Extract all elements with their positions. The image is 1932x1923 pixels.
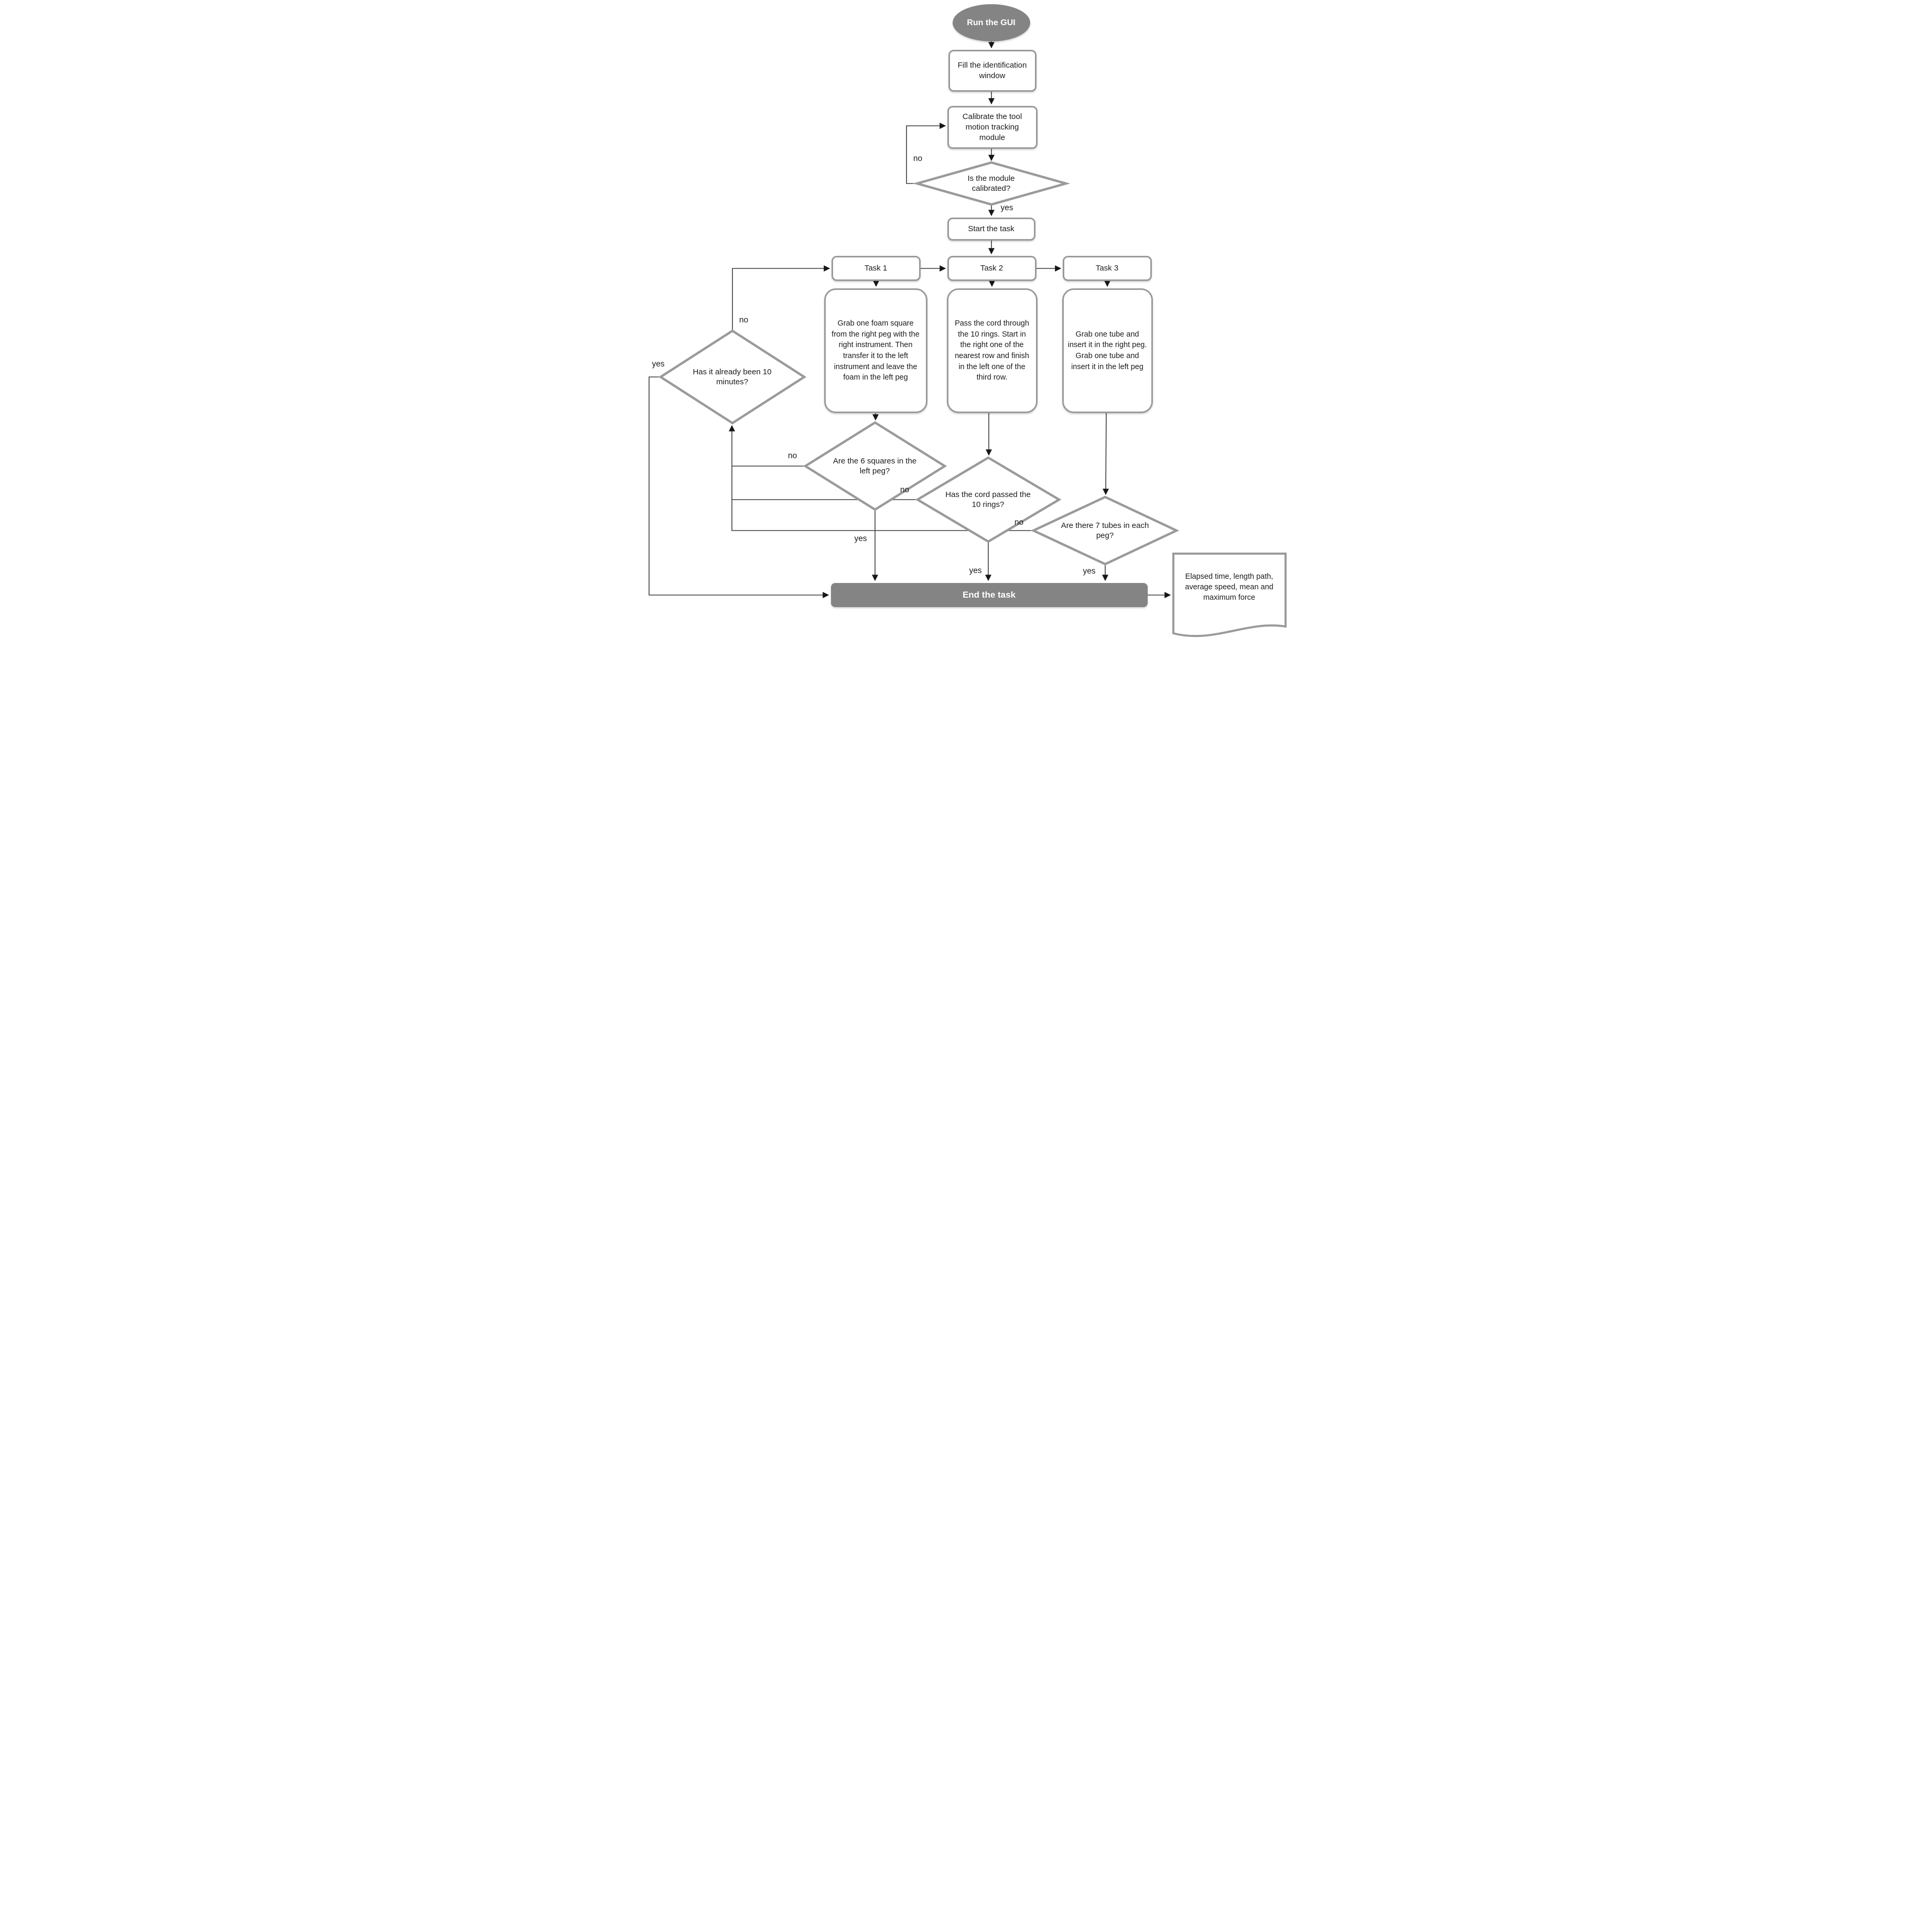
six-squares-diamond xyxy=(803,421,947,511)
edge-ten-minutes-yes xyxy=(648,376,829,598)
results-text: Elapsed time, length path, average speed… xyxy=(1185,572,1273,602)
calibrate-box: Calibrate the tool motion tracking modul… xyxy=(947,106,1038,149)
label-ten-minutes-yes: yes xyxy=(652,360,665,369)
module-calibrated-diamond xyxy=(912,161,1070,206)
task3-box: Task 3 xyxy=(1062,256,1152,281)
task1-desc-label: Grab one foam square from the right peg … xyxy=(832,319,920,382)
task2-desc-box: Pass the cord through the 10 rings. Star… xyxy=(946,288,1038,413)
run-gui-terminator: Run the GUI xyxy=(952,4,1030,41)
connector-layer xyxy=(648,41,1287,638)
task1-label: Task 1 xyxy=(864,263,888,273)
results-document xyxy=(1172,553,1287,638)
label-tubes-yes: yes xyxy=(1083,567,1096,576)
fill-identification-box: Fill the identification window xyxy=(948,50,1037,92)
label-six-squares-yes: yes xyxy=(854,534,867,543)
seven-tubes-diamond xyxy=(1030,495,1179,566)
label-cord-yes: yes xyxy=(969,566,982,575)
task2-label: Task 2 xyxy=(980,263,1003,273)
flowchart-canvas: Run the GUI Fill the identification wind… xyxy=(644,0,1288,641)
label-ten-minutes-no: no xyxy=(739,316,749,325)
task3-desc-box: Grab one tube and insert it in the right… xyxy=(1062,288,1153,413)
run-gui-label: Run the GUI xyxy=(967,18,1016,27)
edge-tubes-no-riser xyxy=(728,425,1033,531)
calibrate-label: Calibrate the tool motion tracking modul… xyxy=(962,112,1022,143)
task3-desc-label: Grab one tube and insert it in the right… xyxy=(1067,330,1147,371)
task3-label: Task 3 xyxy=(1095,263,1119,273)
task2-desc-label: Pass the cord through the 10 rings. Star… xyxy=(955,319,1029,382)
end-task-label: End the task xyxy=(962,589,1016,600)
label-calibrated-yes: yes xyxy=(1000,203,1013,212)
fill-identification-label: Fill the identification window xyxy=(957,60,1027,80)
label-six-squares-no: no xyxy=(787,451,797,460)
task1-box: Task 1 xyxy=(831,256,921,281)
edge-calibrated-no-loop xyxy=(905,123,946,184)
label-tubes-no: no xyxy=(1014,518,1024,527)
end-task-bar: End the task xyxy=(830,583,1148,607)
start-task-box: Start the task xyxy=(947,218,1035,241)
edge-ten-minutes-no xyxy=(731,265,830,331)
ten-minutes-diamond xyxy=(658,329,806,425)
task1-desc-box: Grab one foam square from the right peg … xyxy=(824,288,927,413)
start-task-label: Start the task xyxy=(968,224,1014,233)
label-cord-no: no xyxy=(900,485,910,494)
cord-passed-diamond xyxy=(915,456,1061,543)
label-calibrated-no: no xyxy=(913,154,923,163)
task2-box: Task 2 xyxy=(947,256,1037,281)
